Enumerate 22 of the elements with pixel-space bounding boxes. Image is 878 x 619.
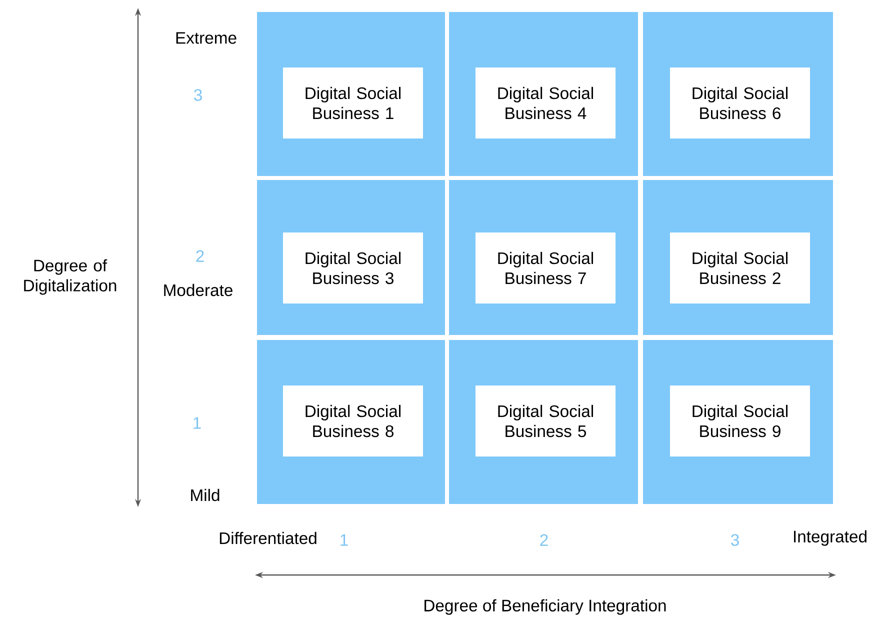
axis-label: Moderate: [164, 284, 232, 296]
scale-number: 3: [194, 89, 202, 101]
business-box: Digital Social Business 7: [476, 232, 616, 304]
axis-label: Integrated: [794, 530, 866, 546]
scale-number: 2: [196, 250, 204, 262]
scale-number: 2: [540, 534, 548, 546]
business-box: Digital Social Business 8: [283, 386, 423, 456]
axis-label: Extreme: [176, 32, 236, 44]
axis-label: Mild: [191, 488, 220, 502]
business-box: Digital Social Business 9: [670, 386, 810, 456]
axis-label: Degree of Beneficiary Integration: [424, 599, 666, 615]
business-box: Digital Social Business 2: [670, 232, 810, 304]
axis-label: Degree of Digitalization: [24, 259, 116, 295]
scale-number: 1: [340, 534, 348, 546]
business-box: Digital Social Business 6: [670, 68, 810, 138]
business-box: Digital Social Business 5: [476, 386, 616, 456]
scale-number: 1: [194, 417, 201, 429]
business-box: Digital Social Business 4: [476, 68, 616, 138]
scale-number: 3: [731, 534, 739, 546]
business-box: Digital Social Business 3: [283, 232, 423, 304]
business-box: Digital Social Business 1: [283, 68, 423, 138]
axis-label: Differentiated: [220, 532, 316, 544]
